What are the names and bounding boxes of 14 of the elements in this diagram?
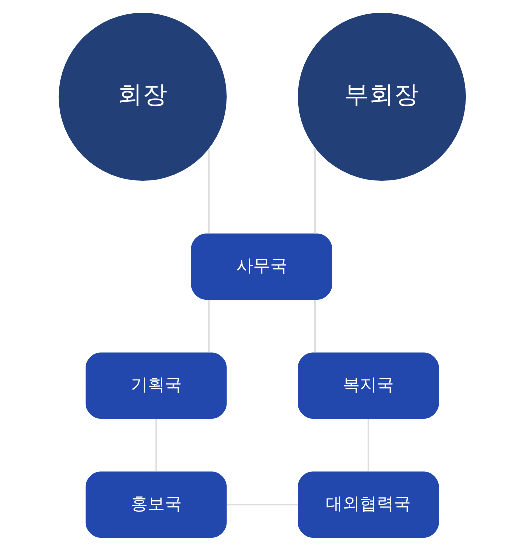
node-box: 기획국: [86, 352, 227, 419]
connector: [208, 300, 210, 352]
connector: [368, 419, 370, 472]
node-box: 홍보국: [86, 472, 227, 538]
connector: [208, 148, 210, 234]
node-box: 사무국: [191, 234, 332, 300]
connector: [314, 300, 316, 352]
node-box: 복지국: [298, 352, 440, 419]
node-circle: 부회장: [298, 13, 466, 182]
connector: [314, 148, 316, 234]
node-circle: 회장: [58, 13, 227, 182]
connector: [227, 504, 298, 506]
connector: [156, 419, 158, 472]
node-box: 대외협력국: [298, 472, 440, 538]
